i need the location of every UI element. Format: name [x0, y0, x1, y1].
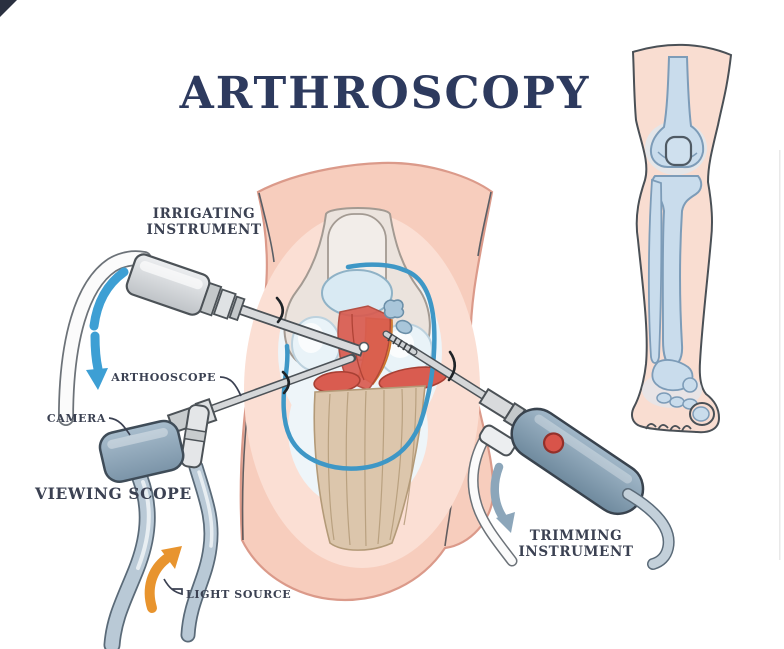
irrigation-tube: [59, 252, 151, 425]
incision-mark: [281, 370, 291, 395]
skin-edge-line: [258, 192, 275, 263]
knee-illustration: [239, 161, 495, 602]
label-arthroscope: ARTHOOSCOPE: [110, 371, 216, 384]
leg-femur-bone: [649, 56, 705, 169]
trimmer-coupler: [478, 387, 527, 429]
loose-cartilage-bodies: [383, 299, 413, 335]
tube-sleeve: [478, 424, 517, 457]
label-trimming-line1: TRIMMING: [530, 528, 622, 544]
trimming-instrument: [382, 330, 675, 570]
skin-edge-line: [477, 191, 492, 257]
label-irrigating-line1: IRRIGATING: [153, 206, 256, 222]
foot-bone: [656, 392, 672, 404]
foot-bone: [682, 377, 698, 393]
label-trimming-line2: INSTRUMENT: [518, 544, 633, 560]
incision-mark: [275, 296, 285, 324]
label-light-source: LIGHT SOURCE: [186, 588, 291, 601]
trimmer-handle: [510, 407, 645, 516]
trimmer-red-button: [542, 432, 565, 454]
burr-serrations: [387, 333, 413, 354]
irrigating-instrument: [58, 250, 370, 426]
page-title: ARTHROSCOPY: [179, 68, 591, 119]
trimmer-tube: [469, 432, 516, 565]
light-source-pointer-line: [163, 578, 183, 596]
leg-patella-bone: [664, 135, 693, 167]
arthroscope-shaft: [209, 355, 354, 412]
irrigating-handpiece: [125, 253, 365, 357]
light-post-fitting: [180, 404, 210, 469]
leg-fibula-bone: [647, 178, 663, 364]
foot-bone: [669, 396, 685, 408]
edge-artifact: [779, 150, 781, 560]
label-viewing-scope: VIEWING SCOPE: [34, 484, 192, 503]
labels: IRRIGATING INSTRUMENT ARTHOOSCOPE CAMERA…: [34, 206, 633, 601]
incision-marks: [275, 296, 457, 395]
arthroscope-pointer-line: [219, 376, 242, 397]
irrigation-drop: [358, 341, 370, 353]
camera-device: [98, 419, 185, 483]
corner-accent: [0, 0, 17, 17]
toe-lines: [645, 423, 692, 432]
cable-highlight: [136, 480, 151, 570]
trimmer-motion-arrow-icon: [490, 462, 515, 533]
cable-highlight: [197, 470, 214, 548]
light-source-arrow-icon: [144, 546, 182, 613]
viewing-scope-assembly: [98, 353, 357, 649]
trimmer-cable: [623, 489, 674, 569]
camera-pointer-line: [108, 417, 131, 436]
incision-mark: [447, 350, 457, 382]
label-irrigating-line2: INSTRUMENT: [146, 222, 261, 238]
irrigation-flow-arrow-icon: [86, 267, 129, 390]
leg-anatomy-illustration: [631, 43, 733, 434]
label-camera: CAMERA: [47, 412, 106, 425]
big-toe-bone: [692, 406, 710, 422]
